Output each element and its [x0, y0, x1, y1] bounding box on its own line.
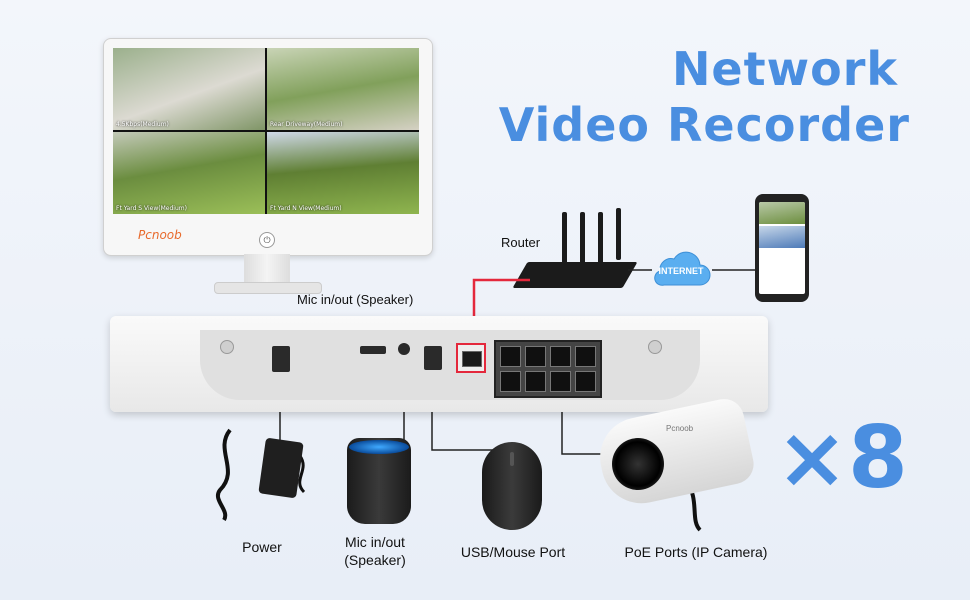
title-video-recorder: Video Recorder — [498, 98, 910, 152]
power-adapter-icon — [258, 437, 304, 499]
phone-feed — [759, 202, 805, 224]
camera-feed: Ft Yard N View(Medium) — [267, 132, 419, 214]
poe-port — [500, 371, 521, 392]
feed-label: Ft Yard S View(Medium) — [116, 205, 187, 212]
router-antenna — [580, 212, 585, 264]
poe-port — [500, 346, 521, 367]
internet-label: INTERNET — [658, 266, 704, 276]
camera-feed: Rear Driveway(Medium) — [267, 48, 419, 130]
screw-icon — [648, 340, 662, 354]
usb-label: USB/Mouse Port — [460, 544, 566, 560]
camera-lens — [612, 438, 664, 490]
mouse-wheel — [510, 452, 514, 466]
feed-label: Ft Yard N View(Medium) — [270, 205, 342, 212]
wan-jack — [462, 351, 482, 367]
monitor-screen: 4.5Kbps(Medium) Rear Driveway(Medium) Ft… — [113, 48, 419, 214]
poe-port — [550, 371, 571, 392]
poe-port — [550, 346, 571, 367]
power-icon[interactable]: ⏻ — [259, 232, 275, 248]
audio-port — [398, 343, 410, 355]
multiplier-label: ×8 — [776, 408, 908, 508]
brand-logo: Pcnoob — [138, 228, 182, 242]
title-network: Network — [671, 42, 898, 96]
feed-label: 4.5Kbps(Medium) — [116, 121, 169, 128]
power-label: Power — [242, 539, 282, 555]
monitor-stand — [244, 254, 290, 284]
phone-screen — [759, 202, 805, 294]
router-antenna — [616, 208, 621, 260]
poe-port — [575, 346, 596, 367]
camera-feed: Ft Yard S View(Medium) — [113, 132, 265, 214]
camera-feed: 4.5Kbps(Medium) — [113, 48, 265, 130]
mouse-icon — [482, 442, 542, 530]
mic-label: Mic in/out (Speaker) — [330, 533, 420, 569]
phone-feed — [759, 226, 805, 248]
wan-port — [456, 343, 486, 373]
power-port — [272, 346, 290, 372]
feed-label: Rear Driveway(Medium) — [270, 121, 343, 128]
speaker-light — [349, 440, 409, 454]
usb-port — [424, 346, 442, 370]
router-antenna — [598, 212, 603, 264]
mic-label-top: Mic in/out (Speaker) — [297, 292, 414, 307]
poe-port — [575, 371, 596, 392]
poe-port — [525, 371, 546, 392]
screw-icon — [220, 340, 234, 354]
poe-label: PoE Ports (IP Camera) — [624, 544, 768, 560]
mic-label-line1: Mic in/out — [345, 534, 405, 550]
hdmi-port — [360, 346, 386, 354]
poe-port — [525, 346, 546, 367]
cloud-icon — [654, 251, 711, 286]
camera-brand: Pcnoob — [666, 424, 694, 433]
router-label: Router — [501, 235, 541, 250]
monitor-stand-base — [214, 282, 322, 294]
router-antenna — [562, 212, 567, 264]
mic-label-line2: (Speaker) — [344, 552, 406, 568]
poe-ports — [494, 340, 602, 398]
